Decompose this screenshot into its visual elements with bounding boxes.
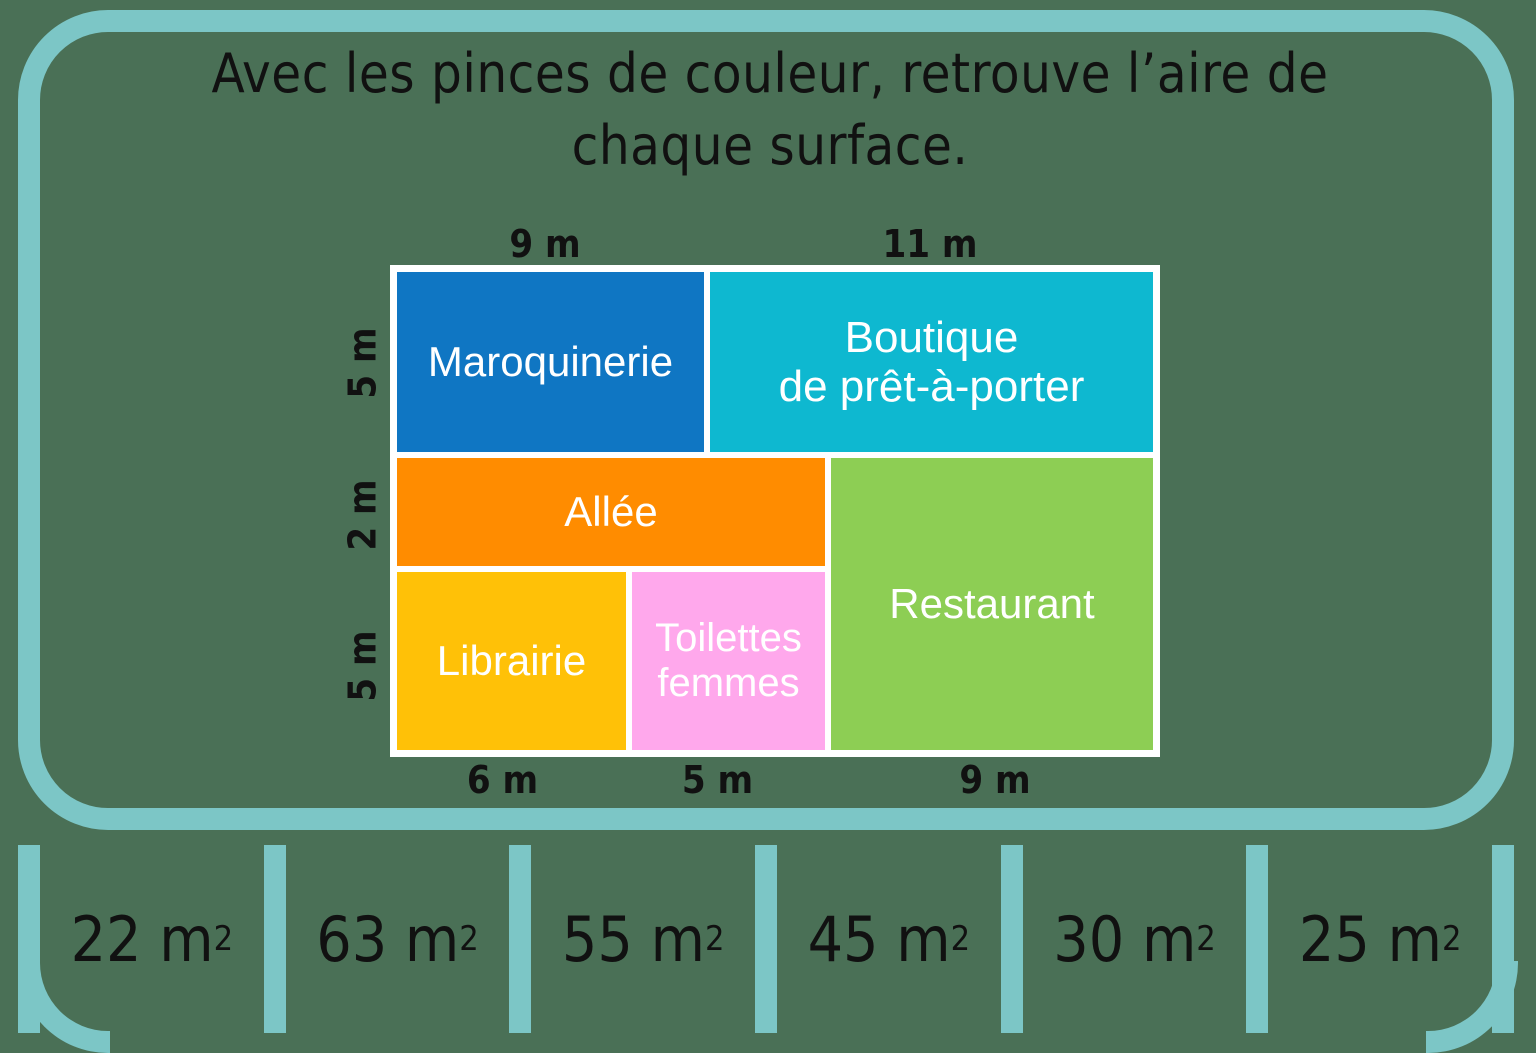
room-allee[interactable]: Allée xyxy=(397,458,825,566)
answer-tile-25-number: 25 xyxy=(1298,902,1370,976)
answer-tile-63-unit: m xyxy=(404,902,460,976)
dimension-left-5m-bottom: 5 m xyxy=(340,572,386,760)
dimension-left-5m-top-label: 5 m xyxy=(341,327,385,399)
dimension-left-2m: 2 m xyxy=(340,460,386,570)
room-toilettes-label-line-1: Toilettes xyxy=(655,616,802,661)
answer-tile-25-unit: m xyxy=(1387,902,1442,976)
answer-tile-22-unit: m xyxy=(159,902,214,976)
room-restaurant[interactable]: Restaurant xyxy=(831,458,1153,750)
answer-tile-45-unit: m xyxy=(896,902,951,976)
dimension-left-5m-top: 5 m xyxy=(340,268,386,458)
answer-tile-55-unit: m xyxy=(650,902,705,976)
room-toilettes-femmes[interactable]: Toilettes femmes xyxy=(632,572,825,750)
answer-tile-45-number: 45 xyxy=(807,902,879,976)
dimension-bottom-9m: 9 m xyxy=(959,758,1031,802)
room-allee-label: Allée xyxy=(564,488,658,536)
dimension-top-9m: 9 m xyxy=(509,222,581,266)
instruction-line-2: chaque surface. xyxy=(571,113,969,177)
room-toilettes-label-line-2: femmes xyxy=(657,661,800,705)
answer-tile-63-number: 63 xyxy=(316,902,388,976)
instruction-line-1: Avec les pinces de couleur, retrouve l’a… xyxy=(211,42,1329,105)
room-librairie[interactable]: Librairie xyxy=(397,572,626,750)
answer-tile-30-unit: m xyxy=(1141,902,1197,976)
answer-tile-22-number: 22 xyxy=(70,902,142,976)
floor-plan-diagram: 9 m 11 m 5 m 2 m 5 m 6 m 5 m 9 m Maroqui… xyxy=(340,210,1180,810)
room-boutique-pret-a-porter[interactable]: Boutique de prêt-à-porter xyxy=(710,272,1153,452)
dimension-bottom-5m: 5 m xyxy=(681,758,754,802)
room-boutique-label-line-2: de prêt-à-porter xyxy=(778,362,1085,411)
dimension-left-5m-bottom-label: 5 m xyxy=(341,630,385,702)
answer-tile-30-number: 30 xyxy=(1053,902,1125,976)
dimension-bottom-6m: 6 m xyxy=(466,758,539,802)
room-librairie-label: Librairie xyxy=(436,637,587,685)
worksheet-frame xyxy=(18,10,1514,830)
answer-tile-55-number: 55 xyxy=(561,902,633,976)
room-boutique-label-line-1: Boutique xyxy=(844,312,1019,362)
room-restaurant-label: Restaurant xyxy=(889,580,1095,628)
dimension-left-2m-label: 2 m xyxy=(341,479,385,551)
room-maroquinerie-label: Maroquinerie xyxy=(427,338,674,386)
dimension-top-11m: 11 m xyxy=(882,222,978,266)
instruction-title: Avec les pinces de couleur, retrouve l’a… xyxy=(150,38,1390,182)
room-maroquinerie[interactable]: Maroquinerie xyxy=(397,272,704,452)
plan-board: Maroquinerie Boutique de prêt-à-porter A… xyxy=(390,265,1160,757)
